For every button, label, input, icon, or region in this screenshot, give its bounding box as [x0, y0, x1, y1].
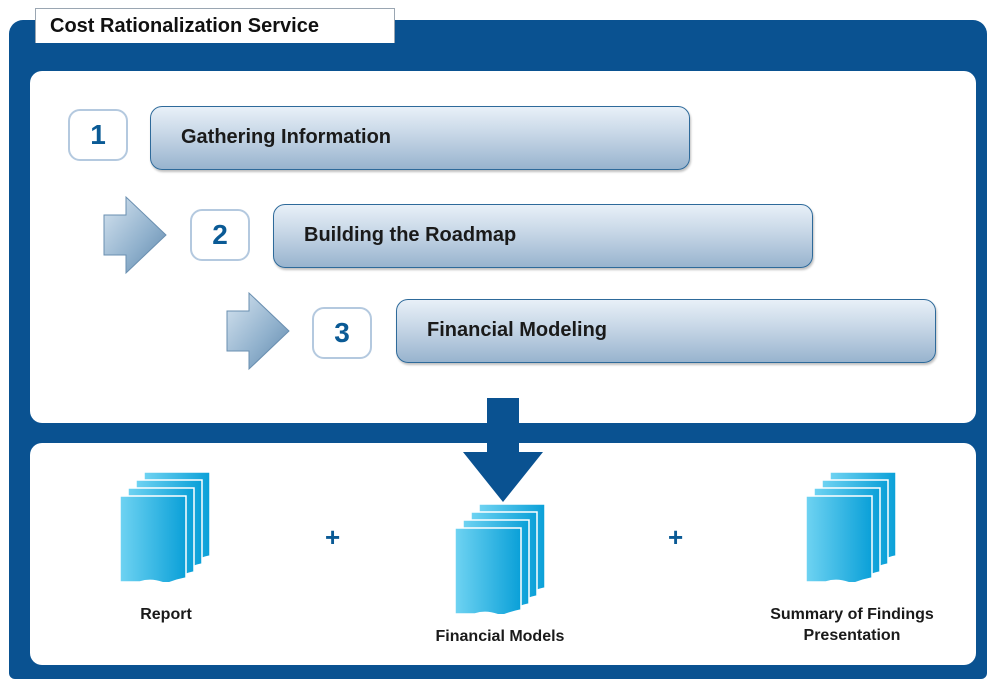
step-2-label: Building the Roadmap — [304, 224, 517, 246]
report-document-icon — [120, 472, 210, 582]
down-arrow-icon — [463, 398, 543, 502]
right-arrow-icon — [103, 195, 167, 275]
presentation-document-icon — [806, 472, 896, 582]
step-1-bar: Gathering Information — [150, 106, 690, 170]
deliverable-summary-presentation-label: Summary of Findings Presentation — [770, 606, 934, 644]
page-title: Cost Rationalization Service — [50, 15, 319, 37]
step-1-number: 1 — [68, 109, 128, 161]
step-2-number: 2 — [190, 209, 250, 261]
step-1-label: Gathering Information — [181, 126, 391, 148]
right-arrow-icon — [226, 291, 290, 371]
financial-models-document-icon — [455, 504, 545, 614]
step-3-bar: Financial Modeling — [396, 299, 936, 363]
step-2-bar: Building the Roadmap — [273, 204, 813, 268]
plus-separator-1: + — [325, 522, 341, 552]
step-3-number: 3 — [312, 307, 372, 359]
title-tab: Cost Rationalization Service — [35, 8, 395, 43]
step-3-label: Financial Modeling — [427, 319, 608, 341]
deliverable-financial-models-label: Financial Models — [435, 628, 565, 645]
plus-separator-2: + — [668, 522, 684, 552]
deliverable-report-label: Report — [140, 606, 192, 623]
